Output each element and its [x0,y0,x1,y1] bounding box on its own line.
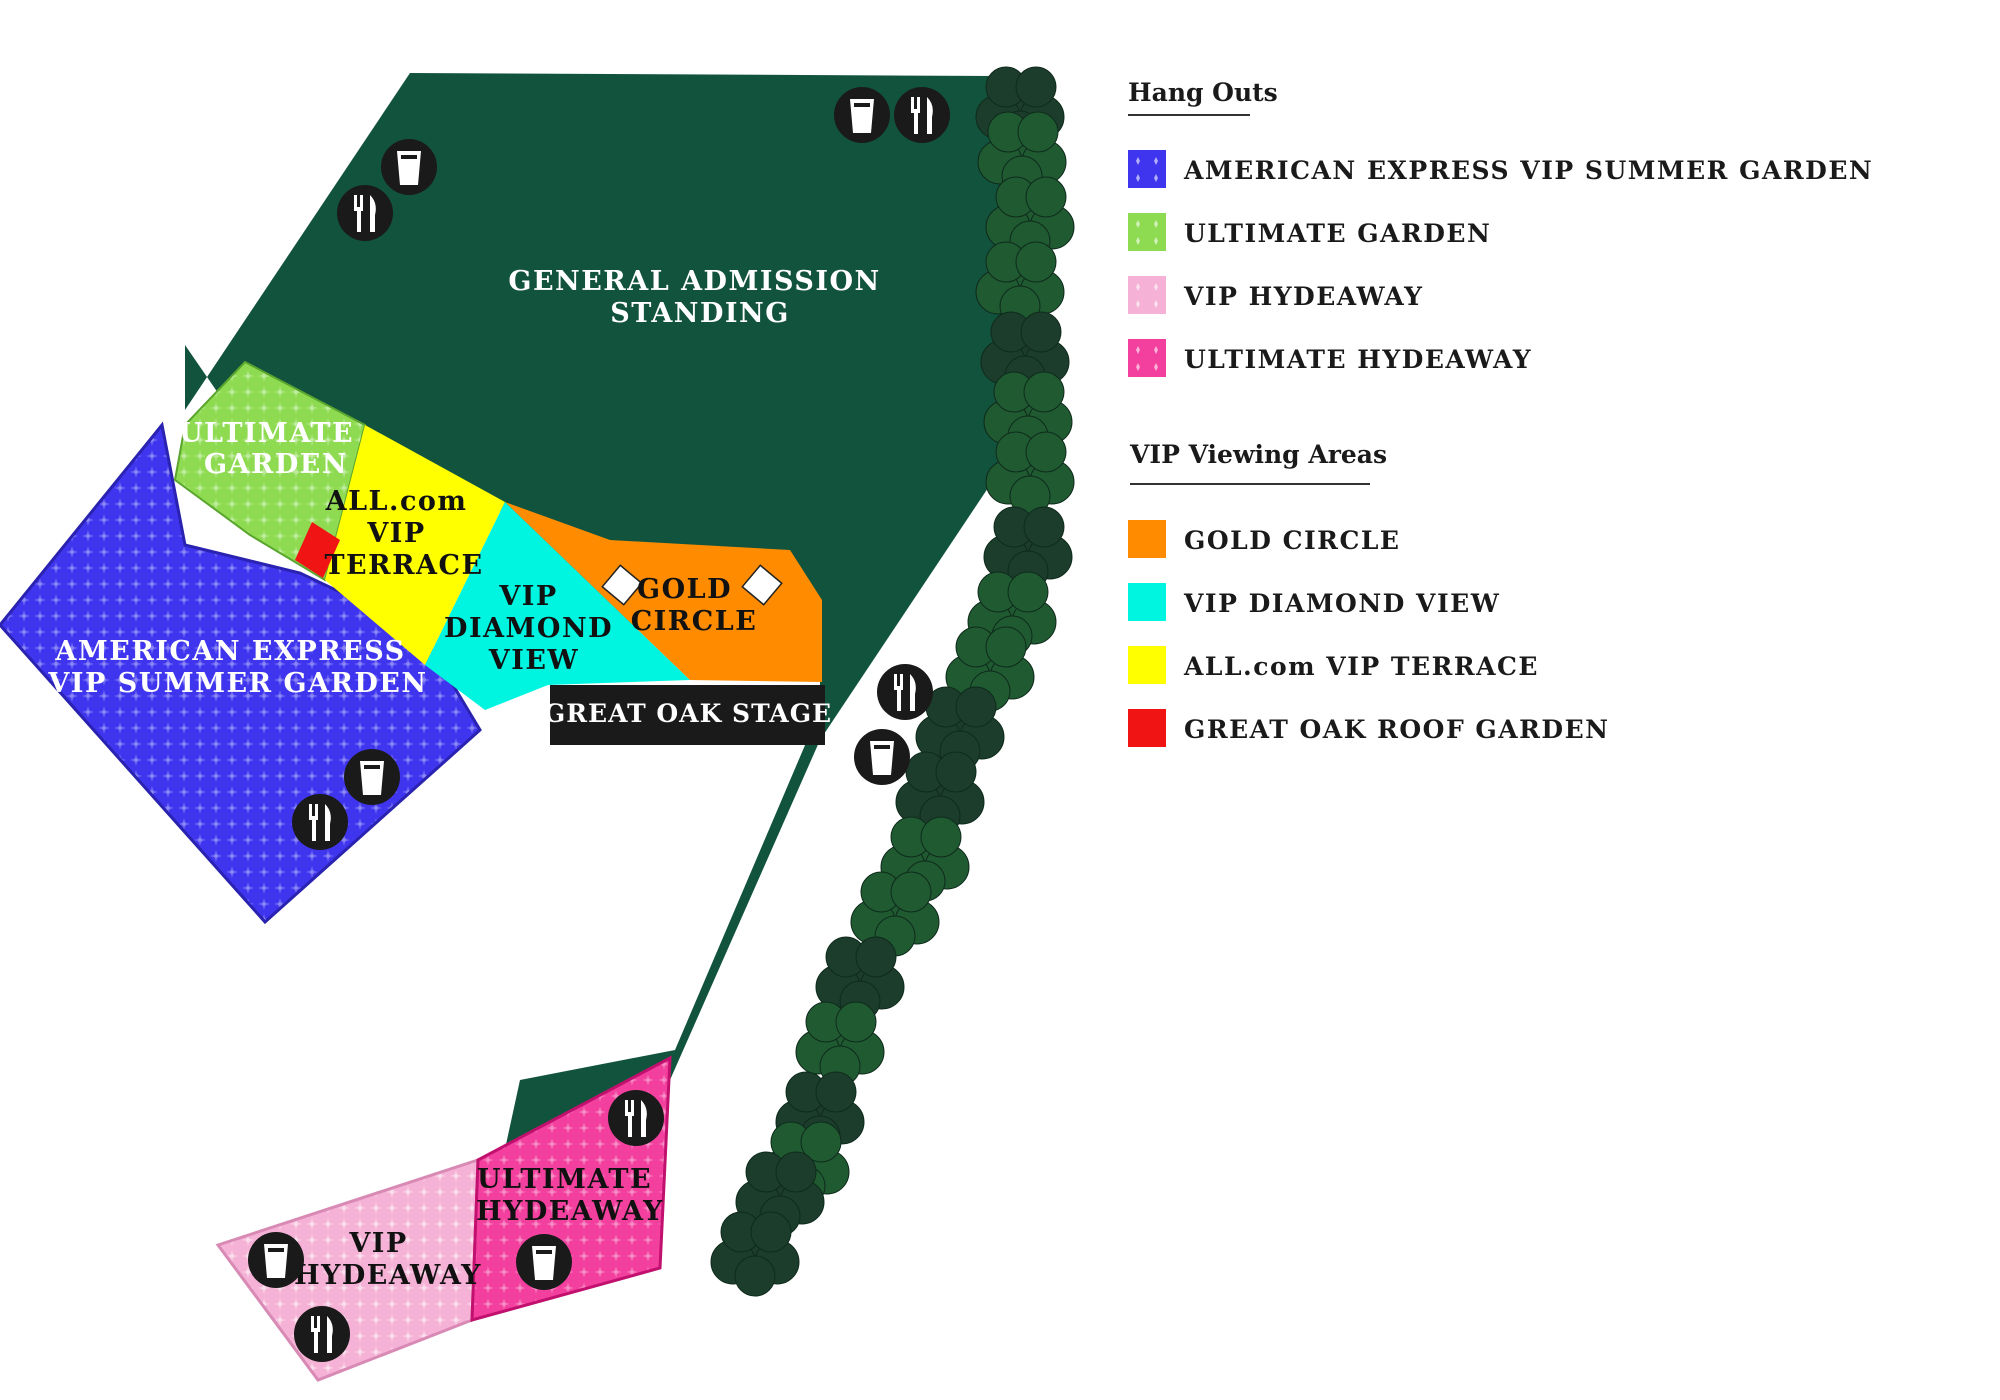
legend-swatch [1128,276,1166,314]
amenity-icons [248,87,950,1362]
amex-vip-summer-garden-label-line2: VIP SUMMER GARDEN [47,668,427,699]
drink-icon [248,1232,304,1288]
all-vip-terrace-area[interactable] [325,425,505,665]
general-admission-area[interactable] [185,73,1020,1310]
legend-label: VIP DIAMOND VIEW [1183,589,1500,618]
vip-diamond-view-label: VIP DIAMOND VIEW [444,581,624,676]
legend-label: GREAT OAK ROOF GARDEN [1184,715,1610,744]
great-oak-roof-garden-area[interactable] [295,522,340,578]
food-icon [337,185,393,241]
tree [880,816,970,902]
drink-icon [381,139,437,195]
food-icon [292,794,348,850]
gold-circle-area[interactable] [505,502,822,682]
great-oak-stage-label: GREAT OAK STAGE [544,699,832,728]
legend-label: VIP HYDEAWAY [1183,282,1423,311]
ultimate-hydeaway-label: ULTIMATE HYDEAWAY [476,1164,664,1227]
legend-label: GOLD CIRCLE [1184,526,1401,555]
food-icon [294,1306,350,1362]
legend-swatch [1128,339,1166,377]
ultimate-hydeaway-label-line1: ULTIMATE [477,1164,652,1195]
legend-swatch [1128,583,1166,621]
legend-vip-viewing-list: GOLD CIRCLE VIP DIAMOND VIEW ALL.com VIP T… [1128,520,1610,747]
legend-hang-outs-title: Hang Outs [1128,78,1278,107]
legend-swatch [1128,646,1166,684]
legend-swatch [1128,213,1166,251]
legend-swatch [1128,520,1166,558]
drink-icon [834,87,890,143]
tree [945,626,1035,712]
legend-item: GREAT OAK ROOF GARDEN [1128,709,1610,747]
vip-diamond-view-label-line3: VIEW [488,645,579,676]
tree [795,1001,885,1087]
gold-marker-right [741,564,783,606]
vip-hydeaway-label: VIP HYDEAWAY [294,1228,482,1291]
legend-item: AMERICAN EXPRESS VIP SUMMER GARDEN [1128,150,1873,188]
ultimate-garden-label: ULTIMATE GARDEN [179,418,365,480]
vip-hydeaway-label-line2: HYDEAWAY [294,1260,482,1291]
amex-vip-summer-garden-label-line1: AMERICAN EXPRESS [54,636,405,667]
food-icon [877,664,933,720]
general-admission-label-line2: STANDING [610,298,790,329]
ultimate-garden-label-line1: ULTIMATE [179,418,354,449]
amex-vip-summer-garden-label: AMERICAN EXPRESS VIP SUMMER GARDEN [47,636,427,699]
tree [850,871,940,957]
tree [915,686,1005,772]
legend-item: ULTIMATE GARDEN [1128,213,1491,251]
drink-icon [854,729,910,785]
tree [985,176,1075,262]
legend-label: ULTIMATE GARDEN [1184,219,1491,248]
great-oak-stage[interactable] [550,685,825,745]
legend-label: ULTIMATE HYDEAWAY [1184,345,1532,374]
legend-vip-viewing-title: VIP Viewing Areas [1129,440,1387,469]
legend-item: ULTIMATE HYDEAWAY [1128,339,1532,377]
gold-marker-left [601,564,643,606]
drink-icon [344,749,400,805]
gold-circle-label-line2: CIRCLE [631,606,758,637]
legend-label: ALL.com VIP TERRACE [1183,652,1539,681]
drink-icon [516,1234,572,1290]
legend-swatch [1128,709,1166,747]
general-admission-label-line1: GENERAL ADMISSION [508,266,880,297]
food-icon [608,1090,664,1146]
vip-diamond-view-label-line1: VIP [498,581,557,612]
vip-diamond-view-label-line2: DIAMOND [444,613,613,644]
ultimate-hydeaway-label-line2: HYDEAWAY [476,1196,664,1227]
tree-line [710,66,1075,1297]
all-vip-terrace-label-line2: VIP [366,518,425,549]
legend-label: AMERICAN EXPRESS VIP SUMMER GARDEN [1183,156,1873,185]
food-icon [894,87,950,143]
gold-circle-label: GOLD CIRCLE [631,574,758,637]
tree [710,1211,800,1297]
all-vip-terrace-label-line3: TERRACE [324,550,483,581]
all-vip-terrace-label-line1: ALL.com [325,486,468,517]
legend-item: ALL.com VIP TERRACE [1128,646,1539,684]
legend-item: GOLD CIRCLE [1128,520,1401,558]
tree [735,1151,825,1237]
general-admission-label: GENERAL ADMISSION STANDING [508,266,891,329]
legend-swatch [1128,150,1166,188]
legend-hang-outs-list: AMERICAN EXPRESS VIP SUMMER GARDEN ULTIMA… [1128,150,1873,377]
gold-circle-label-line1: GOLD [637,574,732,605]
ultimate-garden-label-line2: GARDEN [204,449,348,480]
tree [985,431,1075,517]
all-vip-terrace-label: ALL.com VIP TERRACE [324,486,483,581]
vip-diamond-view-area[interactable] [425,502,690,710]
vip-hydeaway-label-line1: VIP [348,1228,407,1259]
legend-item: VIP HYDEAWAY [1128,276,1423,314]
legend: Hang Outs AMERICAN EXPRESS VIP SUMMER GA… [1128,78,1873,747]
legend-item: VIP DIAMOND VIEW [1128,583,1500,621]
